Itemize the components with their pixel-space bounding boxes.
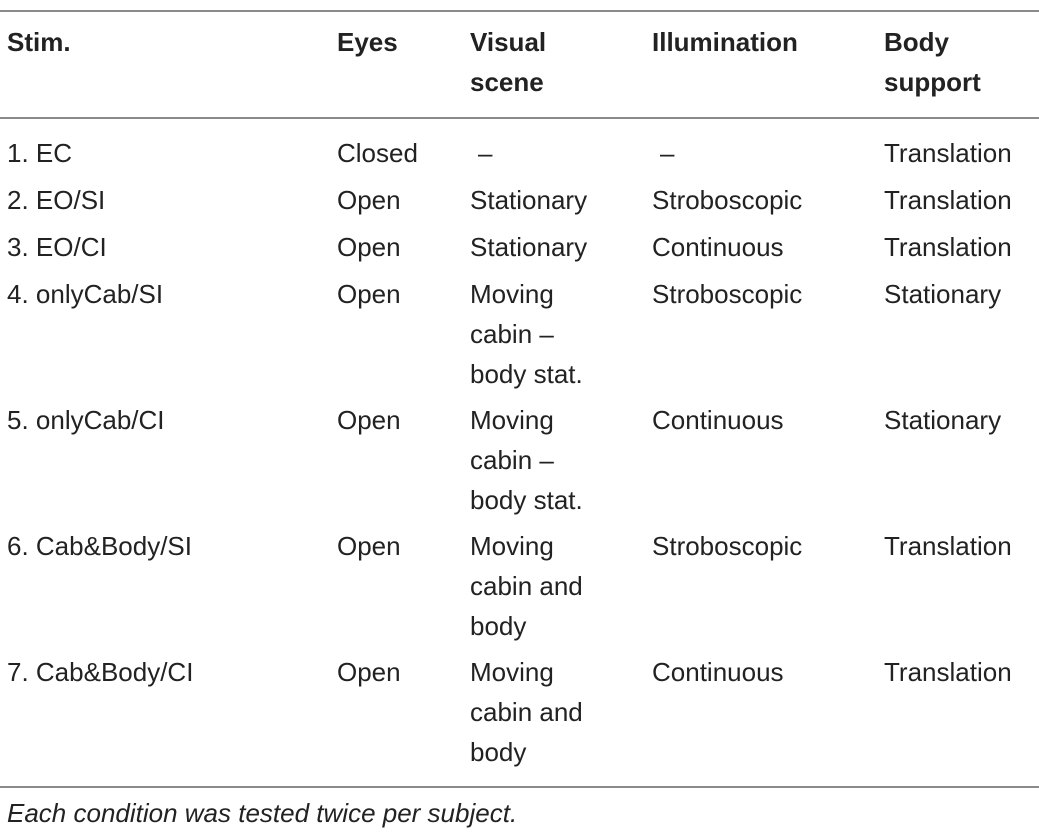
cell-body-support: Translation [884,185,1012,215]
cell-visual-scene: – [478,138,493,168]
cell-eyes: Closed [337,138,418,168]
header-body-support: Body support [884,27,981,97]
table-header-rule [0,117,1039,119]
table-header-row: Stim. Eyes Visual scene Illumination Bod… [0,22,1039,112]
cell-body-support: Translation [884,232,1012,262]
table-bottom-rule [0,786,1039,788]
cell-visual-scene: Moving cabin – body stat. [470,405,583,515]
cell-visual-scene: Stationary [470,232,588,262]
cell-body-support: Stationary [884,279,1002,309]
cell-illumination: – [660,138,675,168]
cell-illumination: Continuous [652,232,784,262]
cell-stim: 6. Cab&Body/SI [7,531,192,561]
cell-visual-scene: Moving cabin and body [470,531,583,641]
cell-eyes: Open [337,531,401,561]
table-top-rule [0,10,1039,12]
cell-illumination: Stroboscopic [652,531,803,561]
cell-visual-scene: Moving cabin – body stat. [470,279,583,389]
cell-eyes: Open [337,405,401,435]
cell-visual-scene: Stationary [470,185,588,215]
cell-stim: 7. Cab&Body/CI [7,657,194,687]
cell-stim: 2. EO/SI [7,185,106,215]
cell-eyes: Open [337,279,401,309]
cell-illumination: Stroboscopic [652,279,803,309]
cell-body-support: Translation [884,657,1012,687]
cell-illumination: Stroboscopic [652,185,803,215]
table-footnote: Each condition was tested twice per subj… [7,798,518,828]
cell-body-support: Stationary [884,405,1002,435]
cell-body-support: Translation [884,138,1012,168]
cell-stim: 5. onlyCab/CI [7,405,165,435]
cell-illumination: Continuous [652,657,784,687]
cell-stim: 1. EC [7,138,73,168]
cell-eyes: Open [337,232,401,262]
header-stim: Stim. [7,27,71,57]
header-eyes: Eyes [337,27,398,57]
cell-body-support: Translation [884,531,1012,561]
cell-stim: 4. onlyCab/SI [7,279,164,309]
cell-eyes: Open [337,185,401,215]
cell-stim: 3. EO/CI [7,232,107,262]
cell-visual-scene: Moving cabin and body [470,657,583,767]
cell-eyes: Open [337,657,401,687]
header-visual-scene: Visual scene [470,27,547,97]
header-illumination: Illumination [652,27,798,57]
cell-illumination: Continuous [652,405,784,435]
